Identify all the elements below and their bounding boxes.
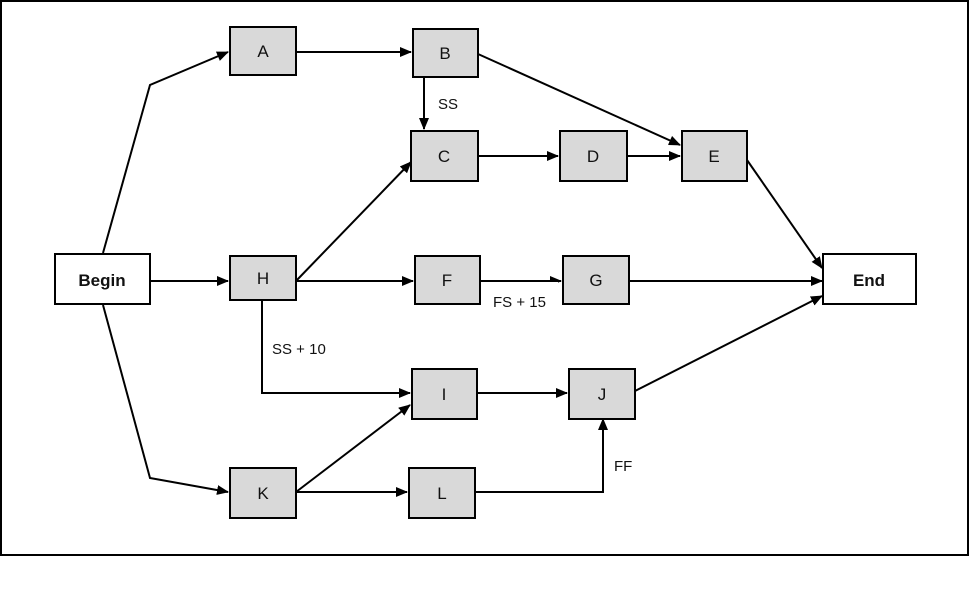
- edge-label-ff: FF: [614, 458, 632, 475]
- node-label-l: L: [437, 484, 446, 503]
- edges: [102, 47, 823, 497]
- node-a: A: [229, 26, 297, 76]
- edge-label-ss-plus-10: SS + 10: [272, 341, 326, 358]
- node-c: C: [410, 130, 479, 182]
- edge-e-end: [746, 159, 823, 269]
- node-b: B: [412, 28, 479, 78]
- node-d: D: [559, 130, 628, 182]
- node-label-b: B: [439, 44, 450, 63]
- edge-j-end: [634, 295, 823, 392]
- node-label-i: I: [442, 385, 447, 404]
- edge-b-e: [477, 53, 681, 146]
- node-e: E: [681, 130, 748, 182]
- node-g: G: [562, 255, 630, 305]
- node-label-f: F: [442, 271, 452, 290]
- node-k: K: [229, 467, 297, 519]
- edge-h-c: [295, 161, 412, 282]
- edge-l-j: [475, 418, 608, 493]
- node-label-begin: Begin: [78, 271, 125, 290]
- diagram-frame: [0, 0, 969, 556]
- edge-label-ss: SS: [438, 96, 458, 113]
- node-end: End: [822, 253, 917, 305]
- node-label-end: End: [853, 271, 885, 290]
- edge-h-i: [261, 300, 411, 398]
- node-label-c: C: [438, 147, 450, 166]
- node-label-a: A: [257, 42, 269, 61]
- node-label-e: E: [708, 147, 719, 166]
- node-label-h: H: [257, 269, 269, 288]
- node-f: F: [414, 255, 481, 305]
- node-j: J: [568, 368, 636, 420]
- edge-begin-a: [102, 51, 229, 254]
- node-label-k: K: [257, 484, 269, 503]
- node-label-d: D: [587, 147, 599, 166]
- node-label-g: G: [589, 271, 602, 290]
- node-begin: Begin: [54, 253, 151, 305]
- edge-begin-k: [102, 304, 229, 495]
- edge-k-i: [295, 404, 411, 493]
- node-label-j: J: [598, 385, 607, 404]
- node-l: L: [408, 467, 476, 519]
- node-h: H: [229, 255, 297, 301]
- label-mask: [488, 282, 558, 296]
- node-i: I: [411, 368, 478, 420]
- edge-label-fs-plus-15: FS + 15: [493, 294, 546, 311]
